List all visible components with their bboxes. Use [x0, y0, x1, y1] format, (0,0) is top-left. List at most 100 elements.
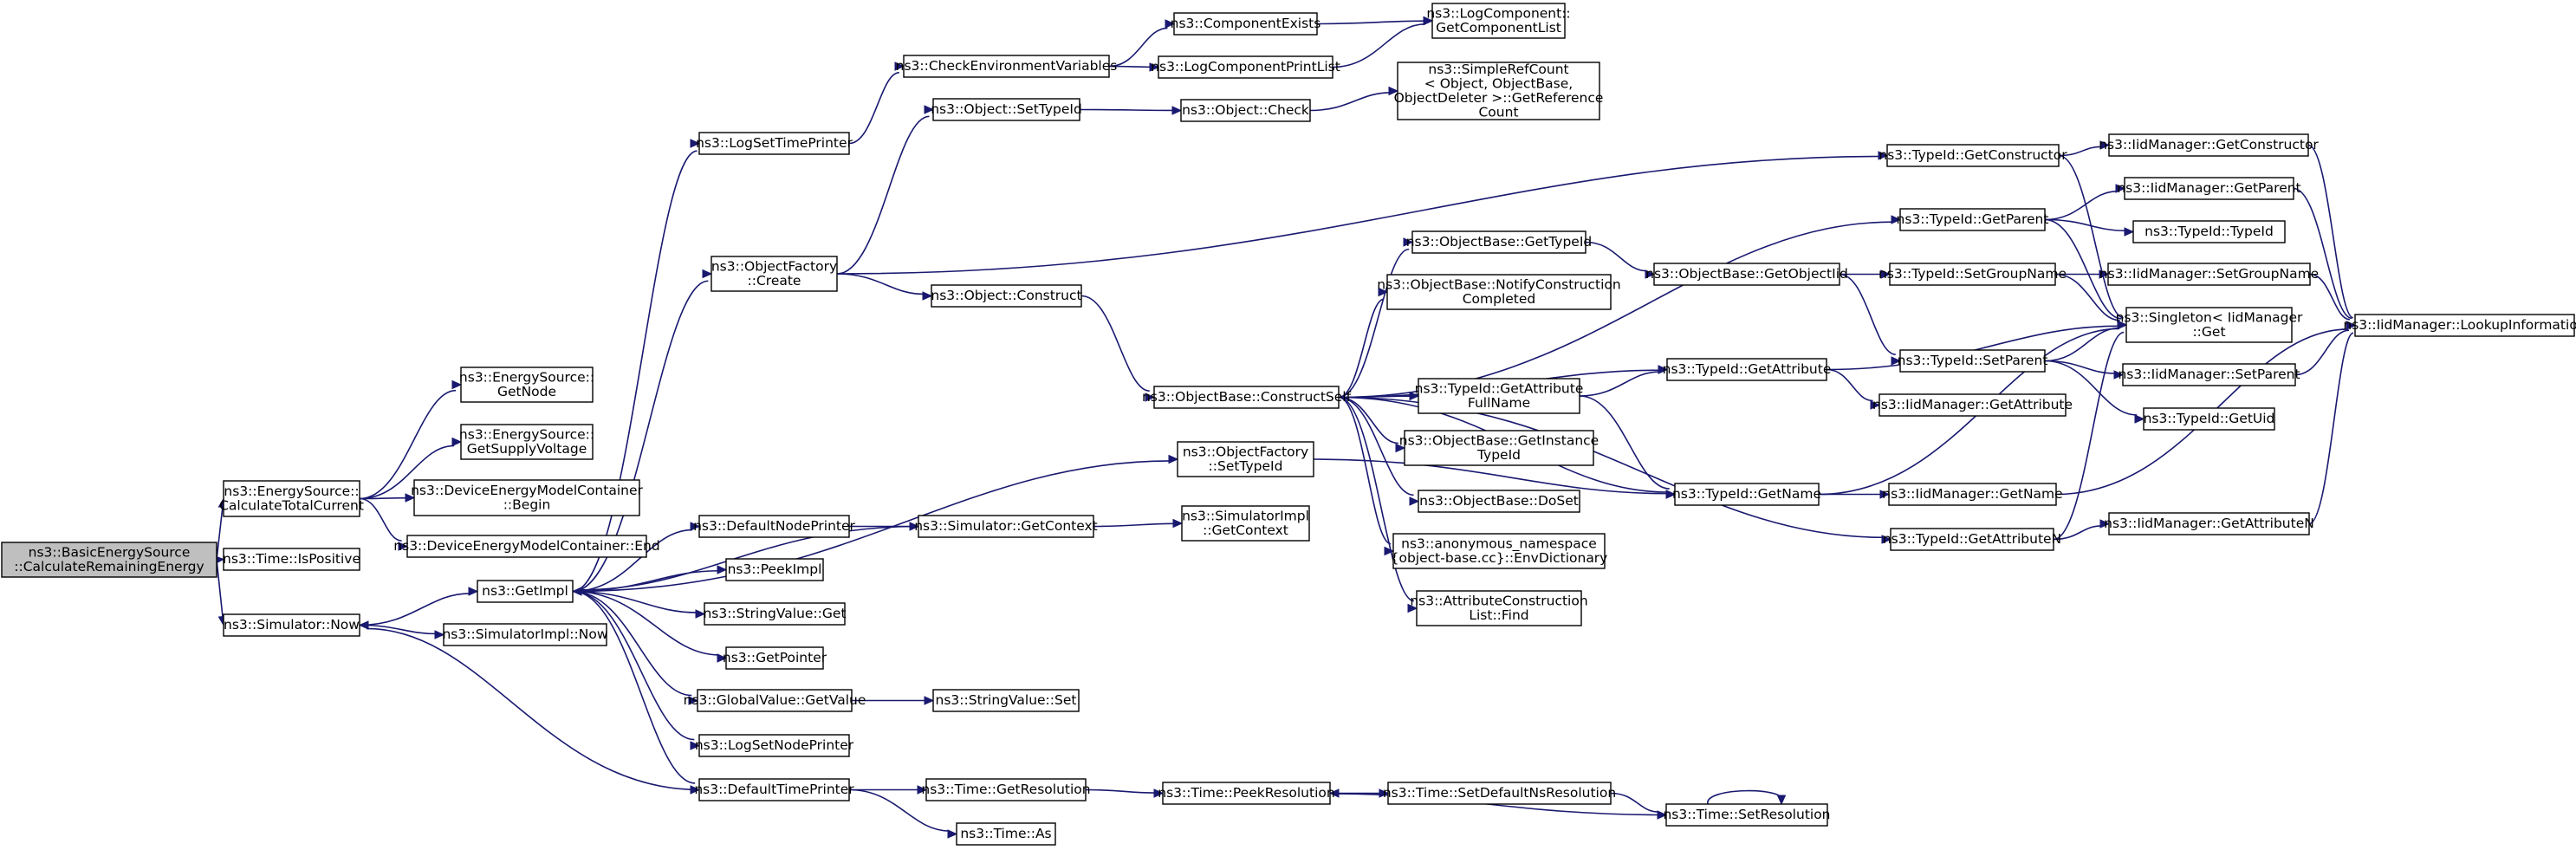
function-node-tid-get-attribute[interactable]: ns3::TypeId::GetAttribute — [1663, 358, 1832, 381]
function-node-ob-construct-self[interactable]: ns3::ObjectBase::ConstructSelf — [1142, 386, 1352, 409]
function-node-simple-ref-count[interactable]: ns3::SimpleRefCount< Object, ObjectBase,… — [1394, 62, 1604, 120]
function-node-iid-lookup[interactable]: ns3::IidManager::LookupInformation — [2343, 314, 2576, 337]
function-node-tid-set-parent[interactable]: ns3::TypeId::SetParent — [1898, 349, 2048, 373]
node-label: ns3::ObjectBase::NotifyConstruction — [1377, 276, 1620, 292]
function-node-dem-end[interactable]: ns3::DeviceEnergyModelContainer::End — [393, 535, 660, 558]
edge-sim-now-to-sim-impl-now — [359, 624, 445, 639]
node-label: ns3::LogSetNodePrinter — [695, 737, 854, 753]
function-node-time-get-res[interactable]: ns3::Time::GetResolution — [921, 778, 1091, 801]
function-node-sim-impl-now[interactable]: ns3::SimulatorImpl::Now — [442, 623, 608, 646]
function-node-tid-get-uid[interactable]: ns3::TypeId::GetUid — [2143, 407, 2275, 431]
node-label: ns3::Object::Construct — [931, 288, 1081, 303]
function-node-iid-get-name[interactable]: ns3::IidManager::GetName — [1882, 483, 2063, 506]
function-node-ob-get-type-id[interactable]: ns3::ObjectBase::GetTypeId — [1406, 230, 1593, 254]
edge-comp-exists-to-log-comp-get-list — [1316, 16, 1434, 26]
function-node-tid-set-group-name[interactable]: ns3::TypeId::SetGroupName — [1878, 263, 2067, 286]
function-node-tid-get-attribute-n[interactable]: ns3::TypeId::GetAttributeN — [1883, 528, 2061, 551]
node-label: CalculateTotalCurrent — [219, 497, 364, 513]
function-node-def-time-printer[interactable]: ns3::DefaultTimePrinter — [694, 778, 854, 801]
function-node-ob-notify[interactable]: ns3::ObjectBase::NotifyConstructionCompl… — [1377, 274, 1621, 310]
node-box — [918, 515, 1094, 538]
function-node-sim-now[interactable]: ns3::Simulator::Now — [223, 613, 360, 637]
node-label: ns3::DeviceEnergyModelContainer — [411, 483, 643, 498]
function-node-obj-check[interactable]: ns3::Object::Check — [1180, 99, 1311, 122]
function-node-get-node[interactable]: ns3::EnergySource::GetNode — [459, 367, 594, 403]
function-node-obj-fact-set-type-id[interactable]: ns3::ObjectFactory::SetTypeId — [1177, 441, 1314, 477]
function-node-dem-begin[interactable]: ns3::DeviceEnergyModelContainer::Begin — [411, 479, 644, 516]
function-node-ob-get-object-iid[interactable]: ns3::ObjectBase::GetObjectIid — [1645, 263, 1848, 286]
function-node-obj-set-type-id[interactable]: ns3::Object::SetTypeId — [931, 98, 1082, 121]
function-node-obj-fact-create[interactable]: ns3::ObjectFactory::Create — [711, 256, 838, 292]
function-node-time-peek-res[interactable]: ns3::Time::PeekResolution — [1158, 782, 1335, 805]
node-box — [1162, 782, 1331, 805]
function-node-singleton-get[interactable]: ns3::Singleton< IidManager::Get — [2116, 307, 2303, 343]
function-node-get-supply[interactable]: ns3::EnergySource::GetSupplyVoltage — [459, 424, 594, 460]
function-node-tid-get-name[interactable]: ns3::TypeId::GetName — [1672, 483, 1821, 506]
node-label: ns3::LogComponentPrintList — [1151, 59, 1340, 75]
function-node-sim-get-context[interactable]: ns3::Simulator::GetContext — [914, 515, 1098, 538]
function-node-tid-type-id[interactable]: ns3::TypeId::TypeId — [2132, 220, 2286, 243]
edge-check-env-to-log-comp-print — [1108, 62, 1160, 72]
function-node-ob-do-set[interactable]: ns3::ObjectBase::DoSet — [1418, 490, 1580, 513]
function-node-obj-construct[interactable]: ns3::Object::Construct — [931, 284, 1082, 308]
edge-sim-now-to-get-impl — [359, 587, 479, 626]
node-label: Count — [1478, 104, 1518, 120]
node-box — [1411, 230, 1586, 254]
function-node-iid-get-parent[interactable]: ns3::IidManager::GetParent — [2117, 177, 2301, 200]
node-label: ns3::IidManager::GetAttribute — [1872, 397, 2073, 412]
node-box — [2132, 220, 2286, 243]
edge-log-comp-print-to-log-comp-get-list — [1332, 16, 1434, 68]
function-node-anon-env-dict[interactable]: ns3::anonymous_namespace{object-base.cc}… — [1391, 533, 1608, 569]
function-node-get-impl[interactable]: ns3::GetImpl — [477, 580, 574, 603]
edge-get-impl-to-str-val-get — [572, 590, 706, 619]
node-label: ns3::LogSetTimePrinter — [696, 135, 853, 151]
function-node-log-set-node[interactable]: ns3::LogSetNodePrinter — [695, 734, 854, 757]
function-node-str-val-get[interactable]: ns3::StringValue::Get — [703, 602, 847, 626]
node-box — [725, 646, 824, 670]
function-node-iid-set-group-name[interactable]: ns3::IidManager::SetGroupName — [2099, 263, 2319, 286]
function-node-iid-get-attribute-n[interactable]: ns3::IidManager::GetAttributeN — [2104, 512, 2314, 535]
function-node-is-positive[interactable]: ns3::Time::IsPositive — [223, 548, 360, 571]
function-node-sim-impl-get-ctx[interactable]: ns3::SimulatorImpl::GetContext — [1181, 505, 1310, 542]
function-node-tid-get-parent[interactable]: ns3::TypeId::GetParent — [1897, 208, 2049, 231]
node-box — [698, 778, 850, 801]
node-label: ns3::TypeId::GetName — [1672, 486, 1821, 502]
function-node-str-val-set[interactable]: ns3::StringValue::Set — [932, 689, 1080, 712]
node-label: ns3::ObjectFactory — [1183, 444, 1308, 459]
root-function-node[interactable]: ns3::BasicEnergySource::CalculateRemaini… — [1, 542, 217, 578]
function-node-check-env[interactable]: ns3::CheckEnvironmentVariables — [896, 55, 1118, 78]
node-box — [2107, 263, 2311, 286]
function-node-def-node-printer[interactable]: ns3::DefaultNodePrinter — [693, 515, 856, 538]
node-label: ::CalculateRemainingEnergy — [14, 559, 204, 574]
function-node-time-as[interactable]: ns3::Time::As — [956, 822, 1056, 846]
function-node-log-set-time[interactable]: ns3::LogSetTimePrinter — [696, 132, 853, 155]
function-node-iid-get-attribute[interactable]: ns3::IidManager::GetAttribute — [1872, 393, 2073, 417]
edge-obj-fact-create-to-obj-construct — [836, 273, 933, 301]
node-label: ns3::TypeId::GetParent — [1897, 211, 2049, 227]
function-node-tid-get-constructor[interactable]: ns3::TypeId::GetConstructor — [1878, 144, 2067, 167]
function-node-time-set-def-ns[interactable]: ns3::Time::SetDefaultNsResolution — [1383, 782, 1616, 805]
node-box — [2108, 512, 2310, 535]
function-node-iid-get-constructor[interactable]: ns3::IidManager::GetConstructor — [2099, 133, 2319, 157]
node-box — [1177, 441, 1314, 477]
node-box — [704, 602, 846, 626]
function-node-time-set-res[interactable]: ns3::Time::SetResolution — [1663, 803, 1831, 827]
function-node-calc-total[interactable]: ns3::EnergySource::CalculateTotalCurrent — [219, 480, 364, 517]
node-label: ::SetTypeId — [1209, 458, 1283, 474]
edge-time-set-res-to-time-set-res — [1707, 789, 1787, 806]
edge-ob-construct-self-to-ob-notify — [1338, 287, 1389, 399]
function-node-get-pointer[interactable]: ns3::GetPointer — [723, 646, 827, 670]
function-node-peek-impl[interactable]: ns3::PeekImpl — [725, 558, 824, 581]
function-node-iid-set-parent[interactable]: ns3::IidManager::SetParent — [2118, 363, 2300, 386]
function-node-comp-exists[interactable]: ns3::ComponentExists — [1171, 12, 1321, 36]
node-box — [725, 558, 824, 581]
function-node-log-comp-get-list[interactable]: ns3::LogComponent::GetComponentList — [1426, 3, 1571, 39]
node-label: ns3::ObjectBase::GetInstance — [1399, 432, 1599, 448]
function-node-global-get-value[interactable]: ns3::GlobalValue::GetValue — [684, 689, 866, 712]
function-node-log-comp-print[interactable]: ns3::LogComponentPrintList — [1151, 55, 1340, 79]
node-box — [1386, 274, 1612, 310]
